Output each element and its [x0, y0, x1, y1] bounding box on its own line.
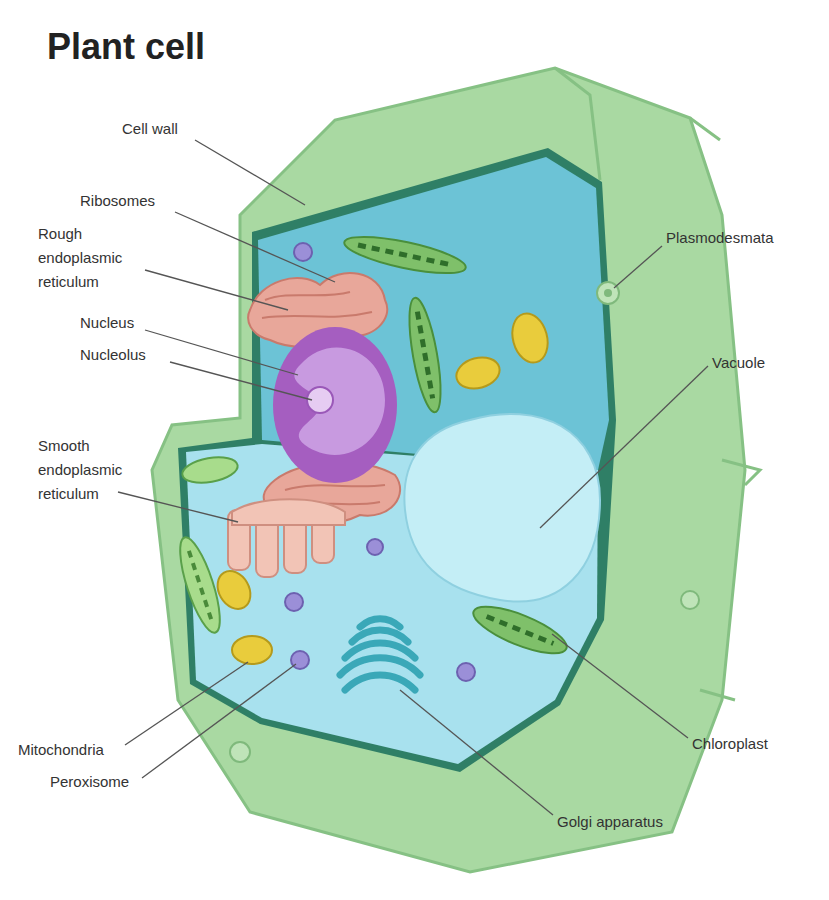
- vacuole: [404, 414, 600, 602]
- part-label: Plasmodesmata: [666, 226, 774, 250]
- part-label: Ribosomes: [80, 189, 155, 213]
- mitochondrion: [211, 309, 553, 664]
- part-label: Peroxisome: [50, 770, 129, 794]
- rough-er: [248, 273, 400, 524]
- part-label: Smooth endoplasmic reticulum: [38, 434, 156, 506]
- smooth-er: [228, 499, 345, 577]
- golgi-apparatus: [340, 619, 420, 690]
- nucleus: [273, 327, 397, 483]
- part-label: Vacuole: [712, 351, 765, 375]
- cell-wall: [152, 68, 745, 872]
- plasmodesmata: [604, 289, 612, 297]
- leader-line: [118, 140, 708, 815]
- part-label: Chloroplast: [692, 732, 768, 756]
- part-label: Nucleolus: [80, 343, 146, 367]
- part-label: Rough endoplasmic reticulum: [38, 222, 156, 294]
- nucleoplasm: [294, 347, 385, 455]
- plasmodesmata: [597, 282, 619, 304]
- diagram-title: Plant cell: [47, 26, 205, 68]
- wall-pit: [230, 742, 250, 762]
- peroxisome: [285, 243, 475, 681]
- part-label: Nucleus: [80, 311, 134, 335]
- part-label: Golgi apparatus: [557, 810, 663, 834]
- part-label: Cell wall: [122, 117, 178, 141]
- part-label: Mitochondria: [18, 738, 104, 762]
- wall-pit: [681, 591, 699, 609]
